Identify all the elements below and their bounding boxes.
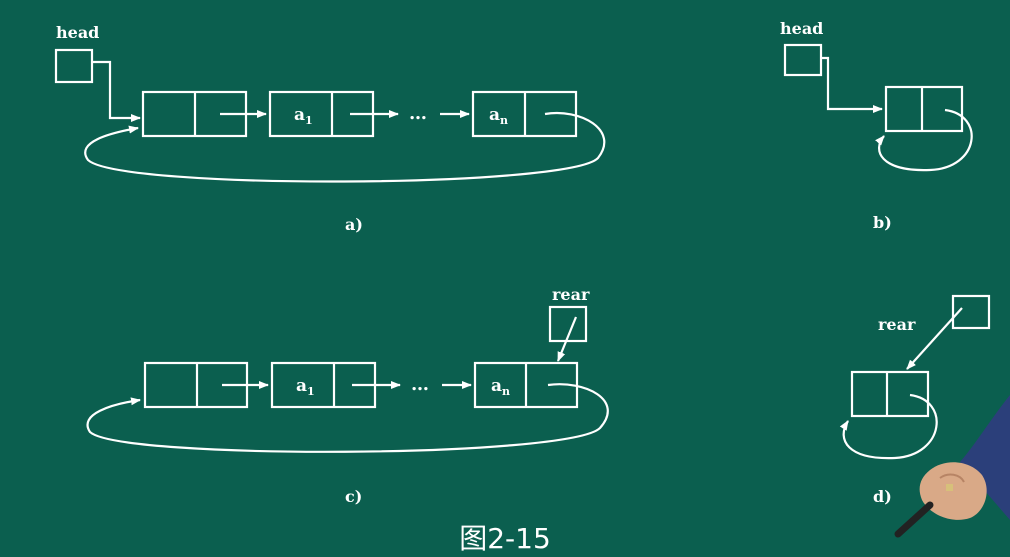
node-data-an-a: an [489, 105, 508, 127]
panel-label-d: d) [873, 487, 892, 506]
rear-pointer-box-c [548, 305, 588, 343]
head-pointer-box-a [54, 48, 94, 84]
rear-pointer-arrow-d [906, 307, 963, 370]
ellipsis-c: … [411, 374, 429, 395]
presenter-hand [894, 395, 1010, 538]
self-loop-arrow-d [839, 393, 938, 460]
panel-b: head b) [780, 19, 973, 232]
circular-return-arrow-c [86, 383, 609, 453]
node-data-an-c: an [491, 376, 510, 398]
panel-label-a: a) [345, 215, 363, 234]
rear-pointer-arrow-c [556, 316, 578, 362]
node-data-a1-c: a1 [296, 376, 315, 398]
rear-label-d: rear [878, 315, 916, 334]
pointer-stick [894, 501, 934, 538]
header-node-b [884, 85, 964, 133]
head-pointer-arrow-a [92, 60, 141, 122]
rear-label-c: rear [552, 285, 590, 304]
rear-pointer-box-d [951, 294, 991, 330]
panel-c: a1 … an rear c) [86, 285, 609, 506]
head-label-b: head [780, 19, 823, 38]
head-pointer-box-b [783, 43, 823, 77]
panel-a: head a1 … an a) [54, 23, 606, 234]
node-data-a1-a: a1 [294, 105, 313, 127]
panel-label-c: c) [345, 487, 362, 506]
ellipsis-a: … [409, 103, 427, 124]
figure-caption: 图2-15 [459, 522, 551, 555]
panel-d: rear d) [839, 294, 991, 506]
circular-return-arrow-a [84, 111, 606, 183]
panel-label-b: b) [873, 213, 892, 232]
header-node-d [850, 370, 930, 418]
head-pointer-arrow-b [821, 56, 883, 113]
head-label-a: head [56, 23, 99, 42]
self-loop-arrow-b [875, 108, 973, 172]
